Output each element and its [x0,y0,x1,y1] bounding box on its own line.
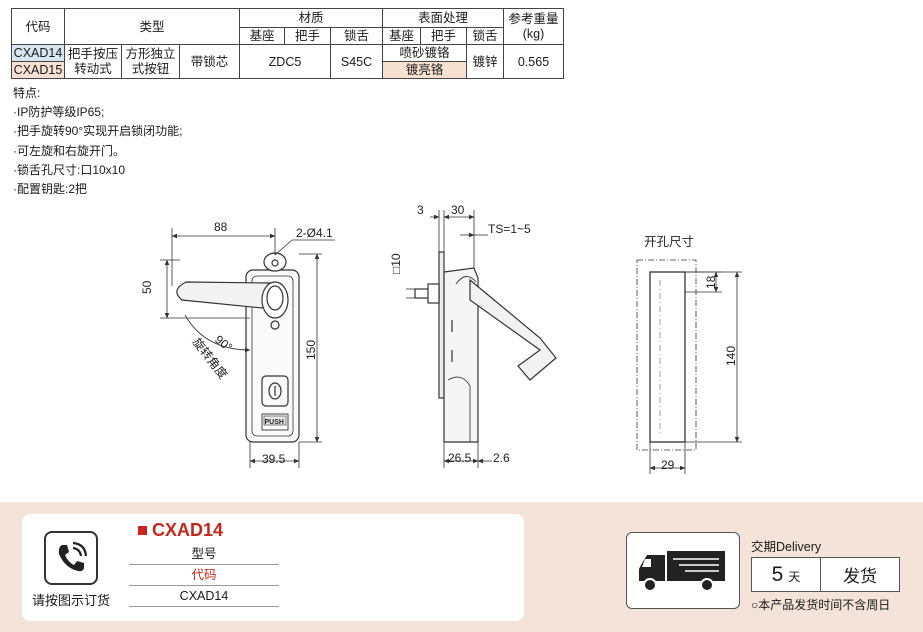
th-material: 材质 [239,8,383,28]
weight-value: 0.565 [503,44,564,79]
features-title: 特点: [13,86,41,100]
th-surface-base: 基座 [382,27,421,45]
order-code-text: CXAD14 [152,520,224,540]
th-weight: 参考重量 (kg) [503,8,564,45]
code-cell-cxad14: CXAD14 [11,44,65,62]
th-type: 类型 [64,8,240,45]
delivery-truck-icon [639,550,725,592]
delivery-ship: 发货 [843,567,877,586]
feature-item: ·把手旋转90°实现开启锁闭功能; [13,124,183,139]
dim-ts: TS=1~5 [488,222,531,236]
feature-item: ·可左旋和右旋开门。 [13,143,125,158]
side-view [414,251,557,443]
front-view [176,252,300,443]
angle-90: 90° [212,332,235,354]
truck-card [626,532,740,609]
delivery-title: 交期Delivery [751,540,822,554]
th-surface: 表面处理 [382,8,504,28]
dim-88: 88 [214,220,228,234]
delivery-box: 5 天 发货 [751,557,900,592]
type-line: 方形独立 [125,46,176,61]
feature-item: ·配置钥匙:2把 [13,182,88,197]
spec-table: 代码 类型 材质 表面处理 参考重量 (kg) 基座 把手 锁舌 基座 把手 锁… [11,8,564,79]
th-surface-tongue: 锁舌 [466,27,504,45]
th-surface-handle: 把手 [420,27,467,45]
th-material-handle: 把手 [284,27,331,45]
feature-item: ·锁舌孔尺寸:口10x10 [13,162,126,177]
delivery-info: 交期Delivery 5 天 发货 ○本产品发货时间不含周日 [751,536,900,613]
cutout-view [636,259,697,451]
order-code-title: CXAD14 [138,520,223,541]
surface-base-handle-2: 镀亮铬 [382,61,467,79]
dim-30: 30 [451,203,465,217]
delivery-days-number: 5 [771,563,784,586]
order-card: 请按图示订货 CXAD14 型号 代码 CXAD14 [22,514,524,621]
phone-glyph [58,541,88,572]
order-rows: 型号 代码 CXAD14 [129,544,279,607]
order-row-code: 代码 [129,565,279,586]
feature-item: ·IP防护等级IP65; [13,105,105,120]
code-cell-cxad15: CXAD15 [11,61,65,79]
material-base-handle: ZDC5 [239,44,331,79]
dim-26-5: 26.5 [448,451,472,465]
type-line: 式按钮 [131,61,170,76]
type-line: 转动式 [74,61,112,76]
dim-square-10: □10 [389,253,403,274]
technical-drawings: PUSH 88 2-Ø4.1 50 150 39.5 90° 旋转角度 [140,203,742,474]
dim-29: 29 [661,458,675,472]
dim-2-6: 2.6 [493,451,510,465]
th-material-base: 基座 [239,27,285,45]
type-cell-handle: 把手按压 转动式 [64,44,122,79]
cutout-dimensions [649,271,742,474]
order-row-value: CXAD14 [129,586,279,607]
order-label: 请按图示订货 [32,593,111,608]
dim-3: 3 [417,203,424,217]
dim-18: 18 [704,275,718,289]
surface-tongue: 镀锌 [466,44,504,79]
dim-150: 150 [304,340,318,360]
th-weight-label: 参考重量 [508,11,559,26]
cutout-title: 开孔尺寸 [644,235,694,249]
red-square-icon [138,526,147,535]
type-cell-button: 方形独立 式按钮 [121,44,180,79]
delivery-days-unit: 天 [788,570,801,584]
th-material-tongue: 锁舌 [330,27,383,45]
push-label: PUSH [265,419,284,426]
front-dimensions [160,228,335,468]
th-code: 代码 [11,8,65,45]
dim-140: 140 [724,346,738,366]
type-line: 把手按压 [67,46,118,61]
dim-50: 50 [140,280,154,294]
surface-base-handle-1: 喷砂镀铬 [382,44,467,62]
delivery-days: 5 天 [752,558,821,591]
phone-icon[interactable] [44,531,98,585]
th-weight-unit: (kg) [522,26,545,41]
type-cell-lock: 带锁芯 [179,44,240,79]
side-dimensions [406,210,492,468]
order-row-model: 型号 [129,544,279,565]
material-tongue: S45C [330,44,383,79]
dim-39-5: 39.5 [262,452,286,466]
delivery-note: ○本产品发货时间不含周日 [751,598,891,612]
features-list: 特点: ·IP防护等级IP65; ·把手旋转90°实现开启锁闭功能; ·可左旋和… [13,84,182,199]
dim-hole: 2-Ø4.1 [296,226,333,240]
order-panel: 请按图示订货 CXAD14 型号 代码 CXAD14 交期Delivery 5 [0,502,923,632]
